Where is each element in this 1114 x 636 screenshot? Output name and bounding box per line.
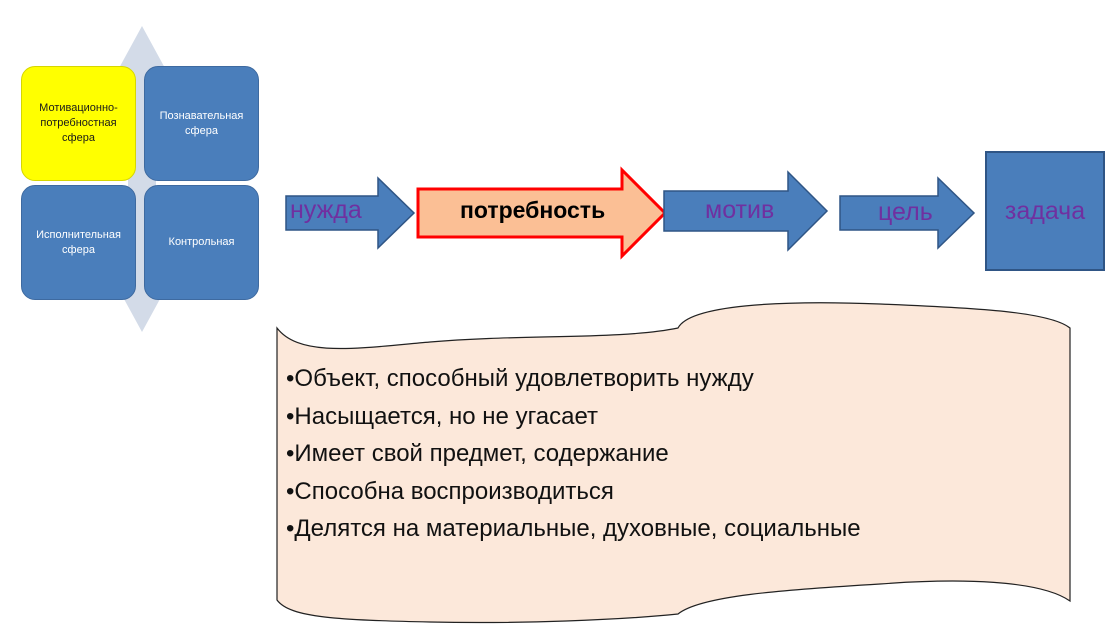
- arrow-goal: [839, 176, 976, 250]
- chain-goal-label: цель: [878, 198, 933, 226]
- sphere-control: Контрольная: [144, 185, 259, 300]
- arrow-need: [285, 176, 416, 250]
- arrow-motive: [663, 170, 829, 252]
- arrow-highlight: [416, 166, 668, 260]
- properties-list: •Объект, способный удовлетворить нужду •…: [286, 360, 861, 548]
- sphere-control-label: Контрольная: [168, 236, 235, 249]
- property-item: •Объект, способный удовлетворить нужду: [286, 365, 754, 392]
- chain-need-label: нужда: [290, 196, 362, 224]
- chain-motive-label: мотив: [705, 196, 775, 224]
- sphere-cognitive-label: Познавательная сфера: [159, 109, 244, 137]
- chain-highlight-label: потребность: [460, 197, 606, 223]
- property-item: •Насыщается, но не угасает: [286, 402, 599, 430]
- property-item: •Способна воспроизводиться: [286, 477, 614, 505]
- sphere-motivation: Мотивационно-потребностная сфера: [21, 66, 136, 181]
- sphere-executive: Исполнительная сфера: [21, 185, 136, 300]
- property-item: •Делятся на материальные, духовные, соци…: [286, 515, 861, 542]
- sphere-executive-label: Исполнительная сфера: [36, 228, 121, 256]
- task-box: задача: [985, 151, 1105, 271]
- property-item: •Имеет свой предмет, содержание: [286, 440, 669, 467]
- sphere-motivation-label: Мотивационно-потребностная сфера: [39, 102, 118, 144]
- task-label: задача: [1004, 196, 1086, 225]
- sphere-cognitive: Познавательная сфера: [144, 66, 259, 181]
- chain-arrows: [285, 166, 976, 260]
